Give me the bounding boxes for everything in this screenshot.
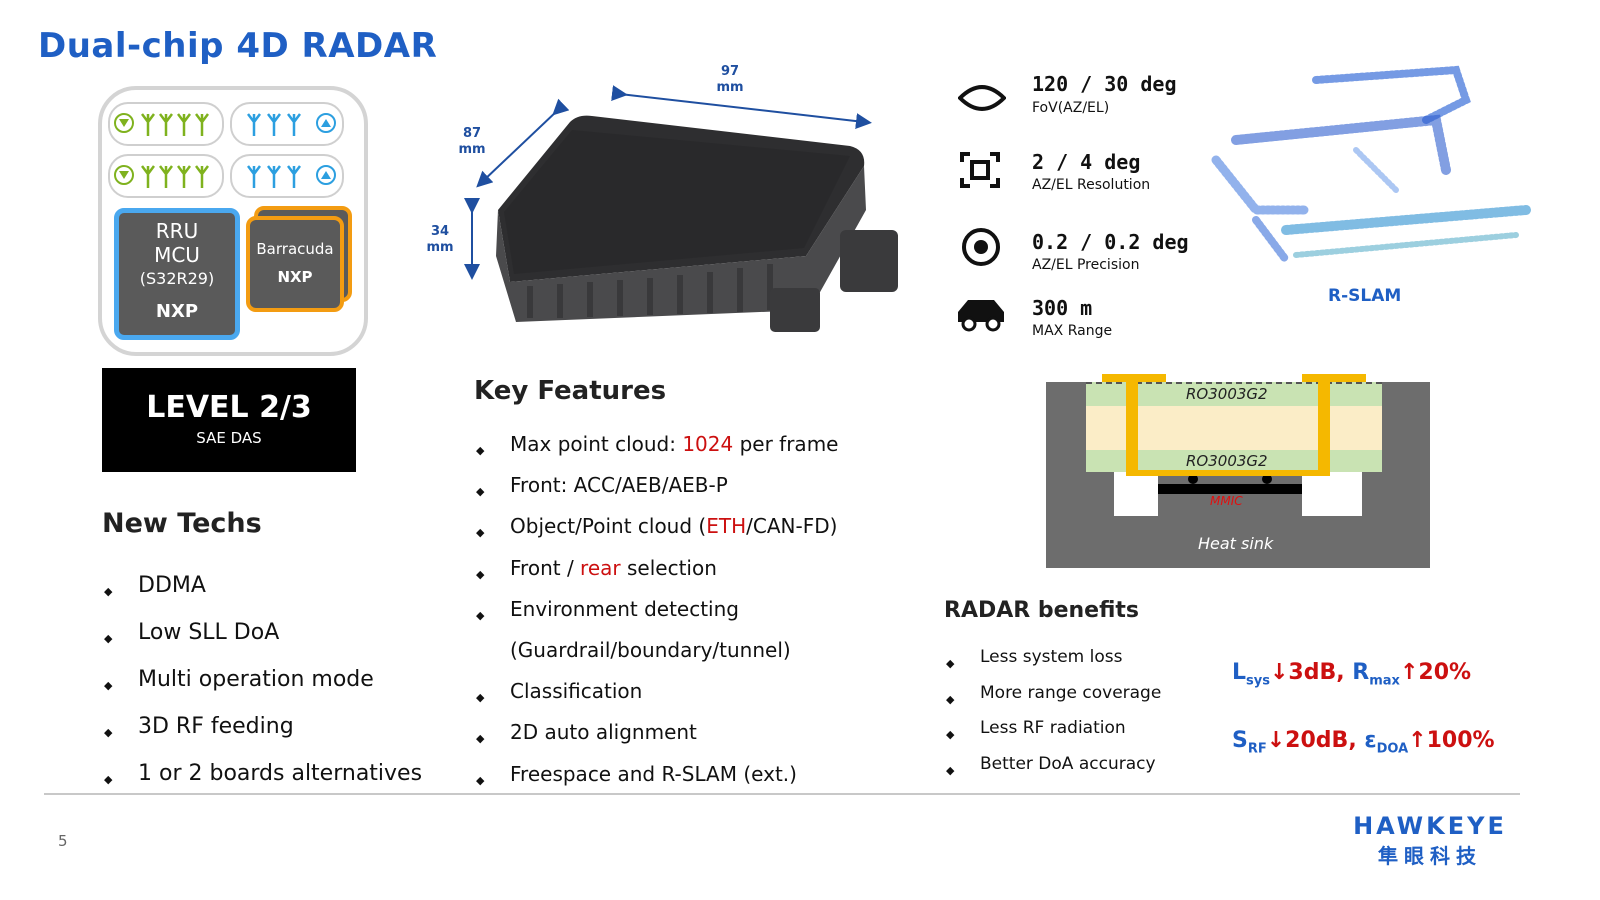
level-title: LEVEL 2/3 xyxy=(146,390,312,425)
target-icon xyxy=(962,228,1000,266)
dimension-height-value: 34 xyxy=(430,224,450,239)
heat-sink-label: Heat sink xyxy=(1198,534,1274,553)
rslam-point-cloud-image xyxy=(1211,65,1531,264)
via-right-top xyxy=(1302,374,1366,382)
list-item: Max point cloud: 1024 per frame xyxy=(474,424,838,471)
list-item: Front: ACC/AEB/AEB-P xyxy=(474,465,838,512)
page-number: 5 xyxy=(58,832,68,850)
rslam-label: R-SLAM xyxy=(1328,286,1402,306)
list-item: Freespace and R-SLAM (ext.) xyxy=(474,754,838,801)
tx-antenna-row-2 xyxy=(230,154,344,198)
list-item-continuation: (Guardrail/boundary/tunnel) xyxy=(510,638,791,663)
list-item: Low SLL DoA xyxy=(102,609,422,662)
list-item: 3D RF feeding xyxy=(102,703,422,756)
level-box: LEVEL 2/3 SAE DAS xyxy=(102,368,356,472)
spec-value-resolution: 2 / 4 deg xyxy=(1032,150,1141,174)
dimension-height: 34 mm xyxy=(420,224,460,256)
metric-line-2: SRF↓20dB, εDOA↑100% xyxy=(1232,728,1495,757)
via-left xyxy=(1126,374,1138,474)
via-right xyxy=(1318,374,1330,474)
spec-label-range: MAX Range xyxy=(1032,323,1113,339)
via-bottom-trace xyxy=(1126,470,1330,476)
resolution-icon xyxy=(960,152,1000,188)
dimension-unit: mm xyxy=(716,80,744,95)
mcu-chip: RRU MCU (S32R29) NXP xyxy=(114,208,240,340)
spec-value-range: 300 m xyxy=(1032,296,1093,320)
spec-label-fov: FoV(AZ/EL) xyxy=(1032,100,1110,116)
mmic-chip xyxy=(1158,484,1302,494)
tx-antenna-icon xyxy=(247,165,336,188)
rx-antenna-row-2 xyxy=(108,154,224,198)
page-title: Dual-chip 4D RADAR xyxy=(38,26,438,66)
list-item: DDMA xyxy=(102,562,422,615)
dimension-width-value: 97 xyxy=(720,64,740,79)
tx-antenna-icon xyxy=(247,113,336,136)
heat-sink-cavity-left xyxy=(1114,472,1158,516)
footer-divider xyxy=(44,793,1520,795)
mmic-label: MMIC xyxy=(1210,494,1243,508)
logo-text-cn: 隼眼科技 xyxy=(1378,844,1482,868)
nxp-logo: NXP xyxy=(277,268,313,286)
solder-ball-left xyxy=(1188,474,1198,484)
list-item: More range coverage xyxy=(944,676,1161,716)
list-item: Less system loss xyxy=(944,640,1161,681)
list-item: Classification xyxy=(474,671,838,718)
rx-antenna-icon xyxy=(114,165,209,188)
key-features-list: Max point cloud: 1024 per frame Front: A… xyxy=(474,424,838,801)
pcb-stackup-diagram: RO3003G2 RO3003G2 MMIC Heat sink xyxy=(1046,374,1430,568)
spec-value-precision: 0.2 / 0.2 deg xyxy=(1032,230,1189,254)
layer-label-bottom: RO3003G2 xyxy=(1186,452,1268,470)
mcu-label-2: MCU xyxy=(154,243,200,267)
list-item: Less RF radiation xyxy=(944,711,1161,752)
company-logo: HAWKEYE 隼眼科技 xyxy=(1340,812,1520,869)
tx-antenna-row-1 xyxy=(230,102,344,146)
rx-antenna-row-1 xyxy=(108,102,224,146)
list-item: Better DoA accuracy xyxy=(944,747,1161,787)
logo-text: HAWKEYE xyxy=(1353,812,1507,840)
radar-product-image xyxy=(464,85,898,332)
new-techs-heading: New Techs xyxy=(102,508,262,539)
mcu-label-1: RRU xyxy=(155,219,199,243)
mcu-label-3: (S32R29) xyxy=(139,269,215,288)
dimension-width: 97 mm xyxy=(710,64,750,96)
list-item: Environment detecting xyxy=(474,589,838,636)
nxp-logo: NXP xyxy=(155,301,199,322)
dimension-depth: 87 mm xyxy=(452,126,492,158)
level-subtitle: SAE DAS xyxy=(196,429,262,447)
list-item: 2D auto alignment xyxy=(474,712,838,760)
spec-label-precision: AZ/EL Precision xyxy=(1032,257,1140,273)
heat-sink-cavity-right xyxy=(1302,472,1362,516)
spec-label-resolution: AZ/EL Resolution xyxy=(1032,177,1151,193)
radar-benefits-list: Less system loss More range coverage Les… xyxy=(944,640,1161,788)
metric-line-1: Lsys↓3dB, Rmax↑20% xyxy=(1232,660,1472,689)
barracuda-chip: Barracuda NXP xyxy=(246,216,344,312)
new-techs-list: DDMA Low SLL DoA Multi operation mode 3D… xyxy=(102,562,422,803)
key-features-heading: Key Features xyxy=(474,376,667,406)
layer-label-top: RO3003G2 xyxy=(1186,385,1268,403)
list-item: Object/Point cloud (ETH/CAN-FD) xyxy=(474,506,838,553)
radar-benefits-heading: RADAR benefits xyxy=(944,598,1140,623)
spec-value-fov: 120 / 30 deg xyxy=(1032,72,1177,96)
dimension-unit: mm xyxy=(426,240,454,255)
barracuda-label: Barracuda xyxy=(256,240,334,258)
radar-block-diagram: RRU MCU (S32R29) NXP Barracuda NXP xyxy=(98,86,368,356)
car-icon xyxy=(958,300,1004,332)
list-item: Multi operation mode xyxy=(102,656,422,709)
list-item: Front / rear selection xyxy=(474,548,838,595)
solder-ball-right xyxy=(1262,474,1272,484)
dimension-depth-value: 87 xyxy=(462,126,482,141)
via-left-top xyxy=(1102,374,1166,382)
dimension-unit: mm xyxy=(458,142,486,157)
rx-antenna-icon xyxy=(114,113,209,136)
eye-icon xyxy=(958,85,1006,111)
list-item: 1 or 2 boards alternatives xyxy=(102,750,422,803)
pcb-layer-bottom xyxy=(1086,450,1382,472)
